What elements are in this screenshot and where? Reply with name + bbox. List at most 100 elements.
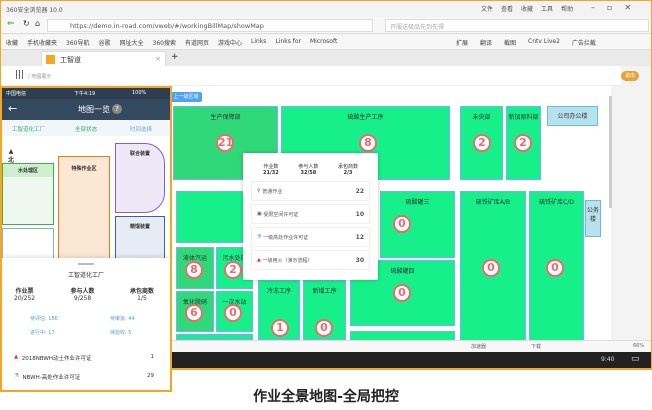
zone-joint[interactable]: 联合装置	[115, 143, 165, 213]
bookmark-item[interactable]: 收藏	[6, 40, 19, 47]
stat-label: 作业票	[15, 288, 34, 295]
extension-item[interactable]: Cntv Live2	[528, 38, 560, 45]
job-count-badge[interactable]: 0	[546, 259, 564, 277]
home-icon[interactable]: ⌂	[35, 19, 41, 28]
block-label: 硫酸罐四	[390, 268, 415, 275]
block-label: 新加原料部	[508, 114, 539, 121]
height-icon: ⚗	[14, 373, 23, 379]
zone-distill[interactable]: 精馏装置	[115, 216, 165, 261]
bookmarks-bar: 收藏 手机收藏夹 360导航 谷歌 网址大全 360搜索 有道网页 游戏中心 Links Link…	[1, 35, 651, 50]
job-count-badge[interactable]: 0	[224, 304, 242, 322]
permit-row[interactable]: ▲ 一级用火（演示流程）30	[251, 250, 370, 270]
job-count-badge[interactable]: 8	[359, 134, 377, 152]
block-label: 硫铁矿库A/B	[475, 199, 511, 206]
job-count-badge[interactable]: 0	[393, 284, 411, 302]
minimize-icon[interactable]: –	[591, 3, 595, 12]
job-count-badge[interactable]: 6	[185, 304, 203, 322]
phone-filters: 工智道化工厂 全部状态 时间选择	[2, 120, 170, 136]
bookmark-item[interactable]: 网址大全	[119, 40, 144, 47]
extension-item[interactable]: 广告拦截	[571, 40, 596, 47]
accelerator-button[interactable]: 加速器	[471, 344, 487, 350]
url-input[interactable]: https://demo.in-road.com/vweb/#/workingB…	[47, 19, 373, 32]
new-tab-icon[interactable]: +	[171, 52, 179, 62]
block-label: 一次水站	[222, 299, 247, 306]
help-icon[interactable]: ?	[112, 104, 122, 114]
map-block[interactable]: 公务楼	[585, 200, 601, 237]
menu-file[interactable]: 文件	[481, 6, 494, 13]
back-level-button[interactable]: 上一级区域	[170, 92, 202, 102]
factory-filter[interactable]: 工智道化工厂	[12, 127, 46, 133]
block-label: 冷冻工序	[266, 288, 291, 295]
permit-count: 22	[355, 187, 364, 195]
job-count-badge[interactable]: 8	[185, 261, 203, 279]
app-header: ||| / 地图展示 退出	[1, 66, 639, 86]
job-count-badge[interactable]: 2	[224, 261, 242, 279]
download-button[interactable]: 下载	[531, 344, 542, 350]
bookmark-item[interactable]: 谷歌	[98, 40, 111, 47]
back-arrow-icon[interactable]: ←	[8, 102, 18, 115]
search-input[interactable]: 开服送极品先到先得	[385, 19, 649, 32]
state-value: 17	[48, 330, 55, 336]
state-label: 待评估	[30, 316, 46, 322]
zone-water[interactable]: 水处理区	[2, 163, 54, 225]
menu-help[interactable]: 帮助	[561, 6, 574, 13]
back-icon[interactable]: ⇐	[7, 19, 15, 29]
tab-active[interactable]: 工智道 ×	[41, 51, 166, 66]
tab-close-icon[interactable]: ×	[155, 55, 161, 63]
menu-favorites[interactable]: 收藏	[521, 6, 534, 13]
bookmark-item[interactable]: 360导航	[66, 40, 90, 47]
map-block[interactable]	[176, 334, 253, 340]
block-label: 氧化脱硝	[182, 299, 207, 306]
bookmark-item[interactable]: Links	[251, 38, 267, 45]
bookmark-item[interactable]: 游戏中心	[217, 40, 242, 47]
notification-icon[interactable]: ▭	[631, 354, 640, 364]
map-block[interactable]	[176, 191, 253, 243]
bookmark-item[interactable]: 360搜索	[152, 40, 176, 47]
bookmark-item[interactable]: 有道网页	[184, 40, 209, 47]
scrollbar[interactable]	[609, 96, 612, 208]
state-value: 5	[128, 330, 132, 336]
job-count-badge[interactable]: 2	[473, 134, 491, 152]
map-block[interactable]: 硫酸罐三	[380, 191, 455, 258]
time-filter[interactable]: 时间选择	[130, 127, 153, 133]
tab-bar: 工智道 × +	[1, 50, 651, 66]
menu-view[interactable]: 查看	[501, 6, 514, 13]
bookmark-item[interactable]: Links for	[275, 38, 301, 45]
window-title: 360安全浏览器 10.0	[6, 7, 63, 14]
stat-label: 参与人数	[298, 164, 319, 170]
phone-mockup: 中国电信 下午4:19 100% ← 地图一览 ? 工智道化工厂 全部状态 时间…	[0, 86, 172, 392]
drag-handle[interactable]	[78, 263, 94, 265]
close-icon[interactable]: ✕	[624, 3, 632, 12]
extension-item[interactable]: 扩展	[456, 40, 469, 47]
refresh-icon[interactable]: ↻	[23, 19, 30, 28]
menu-icon[interactable]: |||	[15, 70, 25, 80]
maximize-icon[interactable]: ▫	[607, 3, 613, 12]
zoom-level[interactable]: 66%	[633, 343, 645, 349]
stat-value: 9/258	[73, 295, 92, 302]
extension-item[interactable]: 截图	[504, 40, 517, 47]
job-count-badge[interactable]: 0	[482, 259, 500, 277]
logout-button[interactable]: 退出	[621, 71, 639, 81]
status-filter[interactable]: 全部状态	[75, 127, 98, 133]
bookmark-item[interactable]: 手机收藏夹	[27, 40, 58, 47]
job-count-badge[interactable]: 0	[315, 319, 333, 337]
job-count-badge[interactable]: 2	[514, 134, 532, 152]
permit-label: 一级用火（演示流程）	[262, 257, 313, 264]
bookmark-item[interactable]: Microsoft	[310, 38, 338, 45]
job-count-badge[interactable]: 1	[271, 319, 289, 337]
job-count-badge[interactable]: 21	[216, 134, 234, 152]
menu-tools[interactable]: 工具	[541, 6, 554, 13]
job-count-badge[interactable]: 0	[393, 215, 411, 233]
phone-header: ← 地图一览 ?	[2, 99, 170, 120]
permit-label: 一级高处作业许可证	[263, 234, 309, 241]
permit-label: NBWH-高处作业许可证	[22, 375, 81, 381]
fire-icon: ▲	[257, 257, 263, 263]
map-block[interactable]: 公司办公楼	[547, 106, 598, 126]
extension-item[interactable]: 翻译	[480, 40, 493, 47]
